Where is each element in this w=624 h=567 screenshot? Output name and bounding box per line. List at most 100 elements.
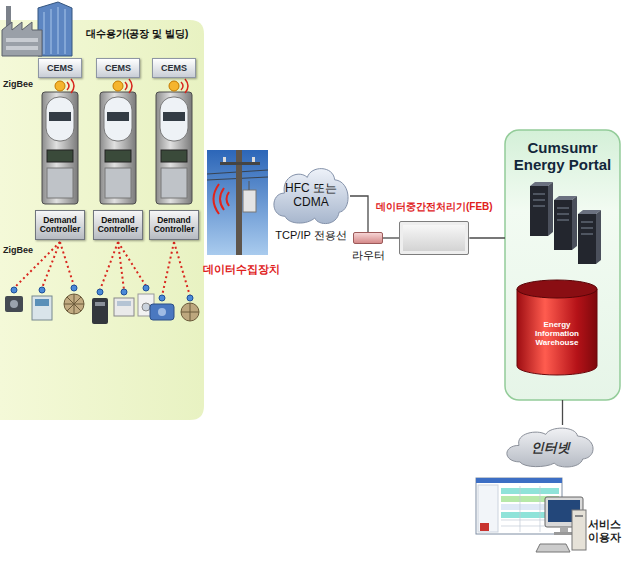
computer-icon [536,544,570,552]
meter-icon [42,92,78,204]
computer-icon [560,527,568,532]
meter-icon [105,168,131,198]
device-icon [142,303,150,311]
meter-icon [181,79,188,93]
device-icon [114,298,134,316]
meter-icon [161,150,187,162]
network-cloud: HFC 또는 CDMA TCP/IP 전용선 [272,165,350,242]
cylinder-body [517,289,597,375]
meter-icon [100,92,136,204]
meter-icon [161,168,187,198]
device-icon [97,289,103,295]
device-icon [181,303,199,321]
meter-icon [125,79,132,93]
device-icon [181,303,199,321]
server-icon [557,208,569,220]
node-text: Energy Information Warehouse [523,320,591,348]
building-icon [44,12,45,54]
node-text: Demand Controller [37,216,83,235]
meter-icon [105,150,131,162]
device-icon [121,289,127,295]
meter-icon [55,81,65,91]
node-text: CEMS [161,63,187,73]
internet-cloud: 인터넷 [505,425,595,470]
meter-icon [160,97,188,141]
node-text: 라우터 [352,248,385,263]
screen-capture [501,488,559,494]
consumer-region-fill [0,20,204,420]
meter-icon [113,81,123,91]
zigbee-link [14,242,190,296]
inet-outline [507,428,593,467]
server-icon [581,222,593,234]
building-icon [2,22,42,56]
protocol-label: ZigBee [3,79,33,89]
building-icon [65,9,66,54]
portal-panel-fill [505,130,620,400]
collector-photo [243,190,256,212]
controller-box: Demand Controller [149,210,199,240]
server-icon [530,182,601,264]
computer-icon [536,497,586,552]
preprocessor-device: 데이터중간전처리기(FEB) [376,200,493,255]
device-icon [10,300,18,308]
device-icon [92,298,108,324]
connector-line [562,400,563,425]
building-icon [38,2,72,56]
device-icon [39,287,45,293]
cems-box: CEMS [152,58,196,78]
building-icon [6,46,38,50]
building-icon [58,7,59,54]
device-icon [32,296,52,320]
device-icon [71,285,77,291]
meter-icon [163,112,185,121]
zigbee-link [162,242,174,296]
building-icon [51,9,52,54]
cems-box: CEMS [38,58,82,78]
node-text: Demand Controller [151,216,197,235]
device-icon [158,308,166,316]
preprocessor-shape [399,221,469,255]
meter-icon [46,97,74,141]
node-text: CEMS [47,63,73,73]
router-device: 라우터 [348,232,388,263]
portal-panel: Cumsumr Energy PortalEnergy Information … [505,130,620,400]
connector-line [469,237,505,238]
node-text: 인터넷 [531,439,570,457]
controller-box: Demand Controller [35,210,85,240]
collector-photo [207,150,268,255]
collector-photo [214,184,230,214]
device-icon [187,295,193,301]
meter-icon [156,79,192,204]
cloud-outline [274,169,348,224]
device-icon [11,287,17,293]
zigbee-link [42,242,60,288]
meter-icon [104,97,132,141]
user-label: 서비스 이용자 [588,518,621,544]
server-icon [596,210,601,264]
meter-icon [47,168,73,198]
warehouse-cylinder: Energy Information Warehouse [517,280,597,375]
node-text: 데이터중간전처리기(FEB) [376,200,493,214]
node-text: Cumsumr Energy Portal [509,140,616,173]
collector-photo [252,157,255,162]
cylinder-top [517,280,597,298]
device-icon [95,302,105,306]
device-icon [117,301,131,306]
device-icon [64,294,84,314]
zigbee-link [100,242,118,290]
meter-icon [169,81,179,91]
connector-line [350,196,368,232]
server-icon [533,194,545,206]
node-text: 대수용가(공장 및 빌딩) [86,27,204,41]
node-text: HFC 또는 CDMA [282,182,340,210]
zigbee-link [118,242,124,290]
meter-icon [47,150,73,162]
connector-line [383,237,399,238]
zigbee-link [60,242,74,286]
collector-photo [236,150,242,255]
portal-panel-fill [505,130,620,400]
node-text: TCP/IP 전용선 [275,229,346,242]
building-icon [2,2,72,56]
